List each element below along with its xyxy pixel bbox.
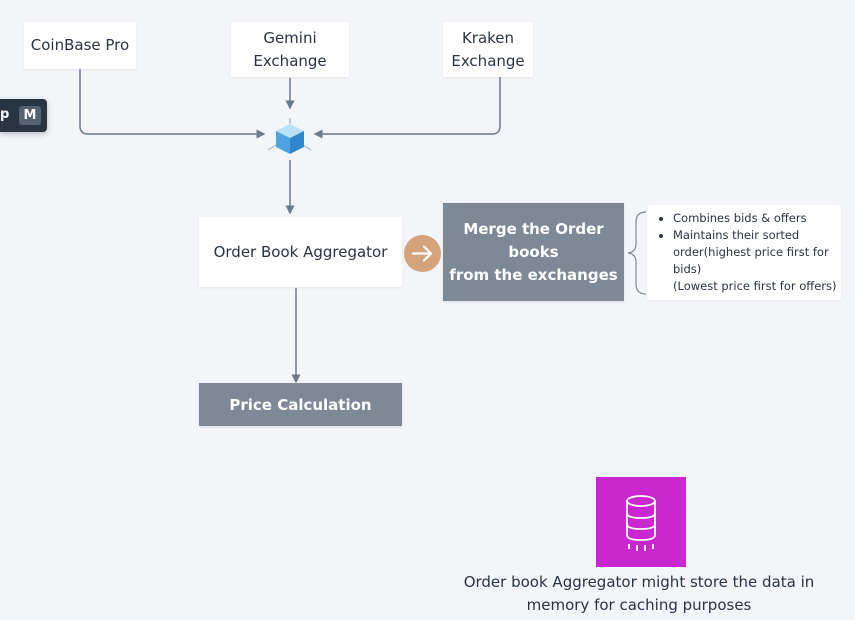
note-item: Combines bids & offers — [673, 210, 841, 227]
tab-label-fragment: p — [0, 107, 10, 122]
note-extra: (Lowest price first for offers) — [673, 279, 837, 293]
merge-label: Merge the Order books from the exchanges — [449, 219, 618, 284]
source-kraken-label: Kraken Exchange — [451, 28, 525, 70]
merge-order-books-node[interactable]: Merge the Order books from the exchanges — [443, 203, 624, 301]
source-coinbase-pro[interactable]: CoinBase Pro — [24, 22, 136, 69]
connector-coinbase — [79, 69, 266, 139]
collapsed-panel-tab[interactable]: p M — [0, 99, 47, 132]
source-coinbase-label: CoinBase Pro — [30, 36, 130, 54]
arrow-right-icon — [404, 235, 441, 272]
keyboard-shortcut-badge: M — [19, 106, 41, 125]
order-book-aggregator-node[interactable]: Order Book Aggregator — [199, 217, 402, 287]
source-gemini-label: Gemini Exchange — [253, 28, 327, 70]
notes-brace — [627, 211, 647, 295]
cube-icon — [267, 118, 312, 154]
database-icon[interactable] — [596, 477, 686, 567]
notes-list: Combines bids & offers Maintains their s… — [647, 210, 841, 278]
source-kraken-exchange[interactable]: Kraken Exchange — [443, 22, 533, 77]
merge-notes[interactable]: Combines bids & offers Maintains their s… — [647, 205, 841, 300]
note-item: Maintains their sorted order(highest pri… — [673, 227, 841, 278]
price-calculation-node[interactable]: Price Calculation — [199, 383, 402, 426]
aggregator-label: Order Book Aggregator — [213, 242, 388, 261]
source-gemini-exchange[interactable]: Gemini Exchange — [231, 22, 349, 77]
price-label: Price Calculation — [229, 395, 372, 414]
cache-caption: Order book Aggregator might store the da… — [463, 573, 815, 614]
connector-kraken — [313, 62, 501, 139]
